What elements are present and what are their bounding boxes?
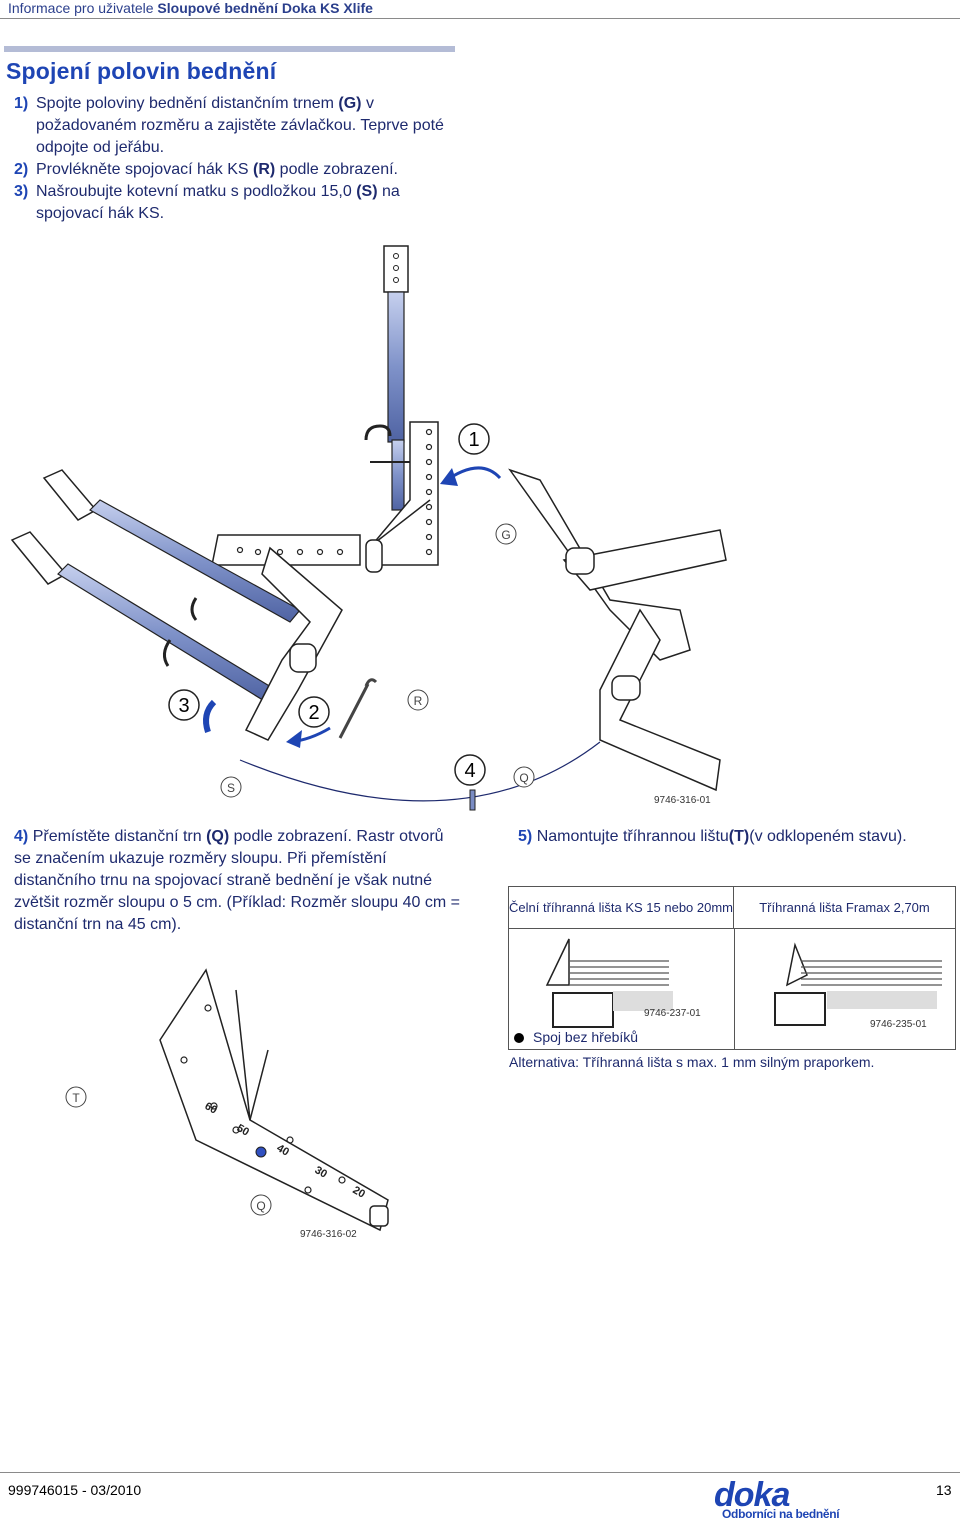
svg-text:4: 4 — [464, 760, 475, 782]
svg-text:doka: doka — [714, 1478, 789, 1514]
table-header-ks: Čelní tříhranná lišta KS 15 nebo 20mm — [509, 887, 734, 929]
vertical-prop — [364, 245, 420, 511]
step-number: 5) — [518, 828, 533, 845]
header-text: Informace pro uživatele Sloupové bednění… — [8, 0, 373, 16]
svg-text:Q: Q — [256, 1199, 265, 1213]
table-header-framax: Tříhranná lišta Framax 2,70m — [734, 887, 955, 929]
step-ref: (R) — [253, 161, 276, 178]
svg-text:T: T — [72, 1091, 80, 1105]
marker-4: 4 — [454, 754, 486, 786]
step-4: 4) Přemístěte distanční trn (Q) podle zo… — [14, 826, 464, 936]
step-text: Přemístěte distanční trn — [32, 828, 207, 845]
alternative-text: Alternativa: Tříhranná lišta s max. 1 mm… — [509, 1054, 875, 1070]
step-text-end: podle zobrazení. Rastr otvorů se značení… — [14, 828, 460, 933]
bullet-icon — [514, 1033, 524, 1043]
spacer-detail-illustration: 60 50 40 30 20 T Q 9746-316-02 — [65, 968, 389, 1240]
label-G: G — [495, 523, 517, 545]
scale-30: 30 — [313, 1164, 330, 1181]
step-3: 3) Našroubujte kotevní matku s podložkou… — [14, 181, 464, 225]
step-ref: (S) — [356, 183, 378, 200]
header-prefix: Informace pro uživatele — [8, 0, 154, 16]
section-title: Spojení polovin bednění — [6, 58, 277, 84]
title-bar — [4, 46, 455, 52]
step-text: Namontujte tříhrannou lištu — [536, 828, 729, 845]
svg-text:R: R — [414, 694, 423, 708]
step-text: Provlékněte spojovací hák KS — [36, 161, 254, 178]
doka-logo: doka — [714, 1478, 790, 1514]
scale-60: 60 — [203, 1100, 220, 1117]
svg-text:3: 3 — [178, 695, 189, 717]
step-2: 2) Provlékněte spojovací hák KS (R) podl… — [14, 159, 464, 181]
step-number: 4) — [14, 828, 29, 845]
spacer-position-icon — [255, 1146, 267, 1158]
svg-text:S: S — [227, 781, 235, 795]
label-T: T — [65, 1086, 87, 1108]
step-text: Spojte poloviny bednění distančním trnem — [36, 95, 339, 112]
code-237: 9746-237-01 — [644, 1008, 701, 1019]
svg-text:2: 2 — [308, 702, 319, 724]
step-5: 5) Namontujte tříhrannou lištu(T)(v odkl… — [518, 826, 938, 848]
step-number: 3) — [14, 183, 29, 200]
scale-40: 40 — [275, 1142, 292, 1159]
step-text-end: (v odklopeném stavu). — [749, 828, 907, 845]
chamfer-ks-drawing — [545, 938, 673, 1028]
scale-20: 20 — [351, 1184, 368, 1201]
wing-nut — [203, 699, 217, 733]
code-235: 9746-235-01 — [870, 1019, 927, 1030]
step-1: 1) Spojte poloviny bednění distančním tr… — [14, 93, 464, 159]
step-number: 2) — [14, 161, 29, 178]
marker-1: 1 — [458, 423, 490, 455]
bullet-text: Spoj bez hřebíků — [533, 1029, 639, 1045]
chamfer-table: Čelní tříhranná lišta KS 15 nebo 20mm Tř… — [508, 886, 956, 1050]
chamfer-framax-drawing — [774, 942, 942, 1026]
label-R: R — [407, 689, 429, 711]
svg-text:Q: Q — [519, 771, 528, 785]
page-number: 13 — [936, 1482, 952, 1498]
frame-right — [508, 468, 727, 792]
label-S: S — [220, 776, 242, 798]
connecting-hook — [338, 678, 378, 739]
step-ref: (T) — [728, 828, 750, 845]
step-text: Našroubujte kotevní matku s podložkou 15… — [36, 183, 357, 200]
step-text-end: na spojovací hák KS. — [36, 183, 400, 222]
marker-3: 3 — [168, 689, 200, 721]
header-product: Sloupové bednění Doka KS Xlife — [157, 0, 373, 16]
frame-top — [211, 421, 439, 573]
figure-code: 9746-316-01 — [654, 795, 711, 806]
step-number: 1) — [14, 95, 29, 112]
svg-text:1: 1 — [468, 429, 479, 451]
document-number: 999746015 - 03/2010 — [8, 1482, 142, 1498]
step-text-end: podle zobrazení. — [275, 161, 398, 178]
steps-list: 1) Spojte poloviny bednění distančním tr… — [14, 93, 464, 225]
figure-code-2: 9746-316-02 — [300, 1229, 357, 1240]
frame-left — [244, 546, 343, 741]
header-divider — [0, 18, 960, 19]
arrow-head-1 — [440, 468, 458, 486]
table-divider — [734, 929, 735, 1049]
step-text-end: v požadovaném rozměru a zajistěte závlač… — [36, 95, 444, 156]
brand-tagline: Odborníci na bednění — [722, 1507, 840, 1521]
page-header: Informace pro uživatele Sloupové bednění… — [0, 0, 960, 20]
label-Q: Q — [513, 766, 535, 788]
step-ref: (Q) — [206, 828, 230, 845]
spacer-pin — [469, 789, 476, 811]
arrow-head-2 — [286, 730, 302, 748]
scale-50: 50 — [235, 1122, 252, 1139]
step-ref: (G) — [338, 95, 362, 112]
marker-2: 2 — [298, 696, 330, 728]
assembly-illustration: 1 2 3 4 G R S Q — [10, 245, 727, 811]
label-Q-detail: Q — [250, 1194, 272, 1216]
svg-text:G: G — [501, 528, 510, 542]
frame-top-holes — [236, 428, 433, 556]
footer-divider — [0, 1472, 960, 1473]
